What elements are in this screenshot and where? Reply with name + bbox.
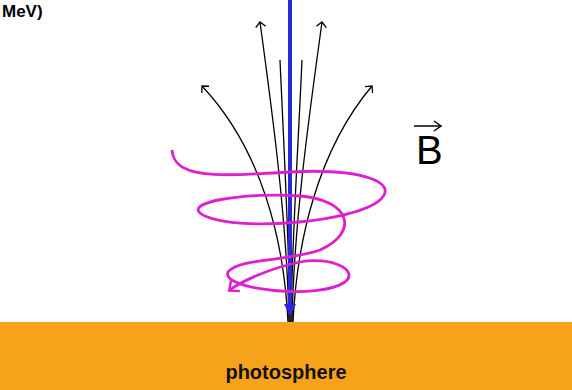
photosphere-band: photosphere	[0, 322, 572, 390]
cut-label: MeV)	[2, 2, 43, 22]
field-symbol: B	[416, 130, 443, 170]
spiral-trajectory	[172, 150, 385, 291]
flow-arrow	[288, 0, 292, 314]
band-label: photosphere	[225, 361, 346, 384]
